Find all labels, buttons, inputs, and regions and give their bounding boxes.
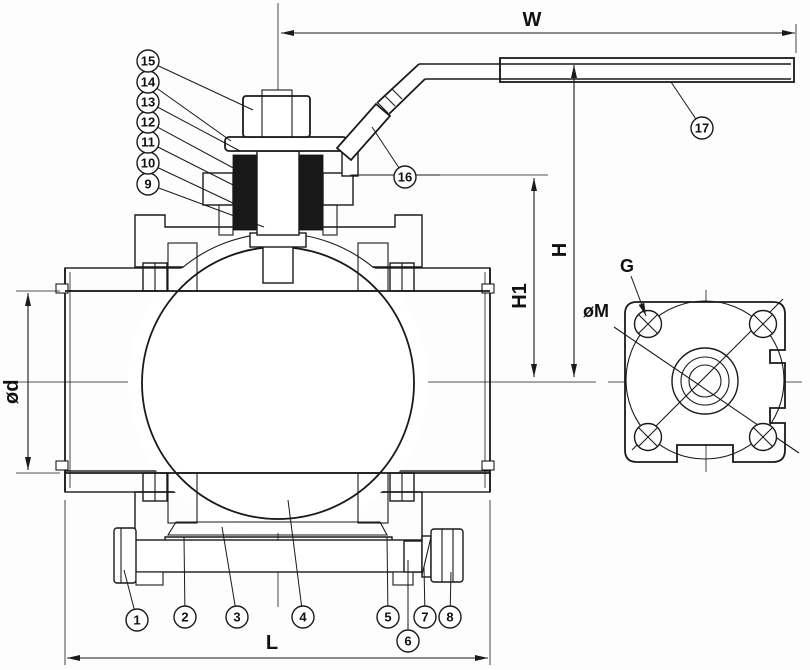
callout-leader-13: [147, 101, 241, 152]
callout-number-10: 10: [141, 156, 155, 171]
callout-leader-4: [287, 499, 304, 618]
callout-6: [396, 629, 420, 653]
callout-number-9: 9: [144, 177, 151, 192]
callout-number-12: 12: [141, 115, 155, 130]
callout-leader-11: [147, 141, 244, 191]
dim-bore-label: ød: [1, 380, 23, 404]
callout-leader-10: [147, 162, 253, 213]
side-end-view: G øM: [583, 256, 802, 472]
callout-number-14: 14: [141, 75, 156, 90]
callout-leader-12: [147, 121, 238, 171]
dimension-l: L: [64, 500, 491, 665]
bottom-plate-and-bolts: [113, 521, 464, 586]
callout-number-13: 13: [141, 95, 155, 110]
callout-leader-2: [183, 536, 186, 618]
dimension-w: W: [281, 9, 797, 53]
stem-nut: [242, 95, 311, 138]
callout-number-4: 4: [299, 610, 307, 625]
stud-end: [403, 540, 423, 573]
callout-leader-15: [147, 60, 254, 111]
thread-label: G: [620, 256, 634, 276]
flange-bolt-holes: [633, 309, 778, 452]
handle-grip-tube: [499, 57, 795, 83]
stem-packing-left: [232, 154, 258, 231]
handle-lever: [335, 57, 795, 162]
bolt-circle: [625, 300, 785, 460]
dim-h1-label: H1: [509, 283, 531, 309]
callout-number-16: 16: [398, 170, 412, 185]
stem-tang: [262, 244, 294, 284]
callout-number-6: 6: [404, 634, 411, 649]
callout-number-2: 2: [181, 610, 188, 625]
handle-clamp: [335, 102, 392, 162]
stem-assembly: [202, 89, 440, 284]
stem: [256, 150, 300, 236]
callout-number-3: 3: [233, 610, 240, 625]
callout-2: [173, 605, 197, 629]
dimension-h: H: [549, 65, 577, 377]
callout-leader-3: [221, 526, 238, 618]
callout-number-5: 5: [384, 610, 391, 625]
ball: [141, 246, 415, 520]
dimension-h1: H1: [350, 174, 548, 377]
callout-number-7: 7: [421, 610, 428, 625]
callout-4: [291, 605, 315, 629]
bolt-circle-label: øM: [583, 301, 609, 321]
callout-16: [393, 165, 417, 189]
callout-5: [376, 605, 400, 629]
dim-w-label: W: [523, 9, 542, 31]
right-nut: [430, 528, 464, 583]
callout-number-8: 8: [446, 610, 453, 625]
stem-end-circles: [671, 347, 739, 415]
callout-8: [438, 605, 462, 629]
stem-packing-right: [298, 154, 324, 231]
main-section-view: [55, 89, 495, 586]
callout-number-11: 11: [141, 135, 155, 150]
callout-number-15: 15: [141, 54, 155, 69]
callout-1: [125, 608, 149, 632]
callout-leader-9: [147, 183, 265, 228]
gland-right: [322, 172, 354, 206]
callout-15: [136, 49, 160, 73]
callout-17: [690, 116, 714, 140]
callout-number-1: 1: [133, 613, 140, 628]
stem-washer-plate: [224, 136, 348, 152]
callout-number-17: 17: [695, 121, 709, 136]
left-bolt-head: [113, 527, 137, 584]
mounting-flange-outline: [624, 301, 786, 463]
callout-7: [413, 605, 437, 629]
callout-leader-5: [386, 536, 389, 618]
callout-3: [225, 605, 249, 629]
top-flange: [134, 214, 423, 268]
dim-l-label: L: [266, 632, 278, 654]
dim-h-label: H: [549, 243, 571, 257]
callout-leader-14: [147, 81, 232, 142]
dimension-bore: ød: [1, 290, 60, 474]
